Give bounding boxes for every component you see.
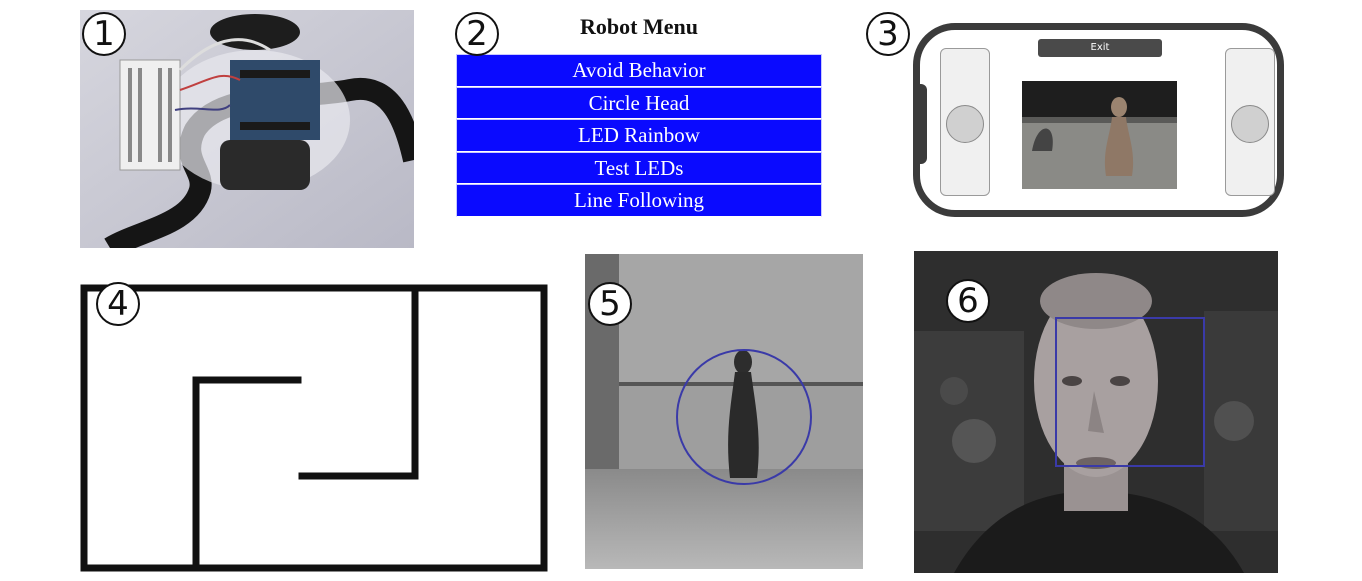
joystick-icon[interactable]	[946, 105, 984, 143]
phone-controller: Exit	[913, 23, 1284, 217]
panel-number-4: 4	[96, 282, 140, 326]
phone-notch	[913, 84, 927, 164]
line-maze-panel	[80, 284, 550, 574]
maze-inner-wall-right	[298, 284, 419, 480]
tracking-rectangle	[1055, 317, 1205, 467]
exit-button[interactable]: Exit	[1038, 39, 1162, 57]
robot-menu: Avoid Behavior Circle Head LED Rainbow T…	[456, 54, 822, 217]
panel-number-5: 5	[588, 282, 632, 326]
menu-item-circle-head[interactable]: Circle Head	[456, 86, 822, 120]
tracking-circle	[676, 349, 812, 485]
right-joystick[interactable]	[1225, 48, 1275, 196]
robot-photo-panel	[80, 10, 414, 248]
menu-item-line-following[interactable]: Line Following	[456, 184, 822, 217]
panel-number-2: 2	[455, 12, 499, 56]
menu-item-led-rainbow[interactable]: LED Rainbow	[456, 119, 822, 152]
panel-number-6: 6	[946, 279, 990, 323]
robot-photo	[80, 10, 414, 248]
menu-item-test-leds[interactable]: Test LEDs	[456, 151, 822, 185]
panel-number-3: 3	[866, 12, 910, 56]
maze-outer-wall	[80, 284, 548, 572]
maze-inner-wall-left	[192, 376, 302, 572]
menu-title: Robot Menu	[580, 14, 698, 39]
object-tracking-image	[585, 254, 863, 569]
panel-number-1: 1	[82, 12, 126, 56]
camera-image	[1022, 81, 1177, 189]
camera-view	[1022, 81, 1177, 189]
menu-item-avoid-behavior[interactable]: Avoid Behavior	[456, 54, 822, 87]
face-tracking-image	[914, 251, 1278, 573]
joystick-icon[interactable]	[1231, 105, 1269, 143]
left-joystick[interactable]	[940, 48, 990, 196]
line-maze	[80, 284, 548, 572]
